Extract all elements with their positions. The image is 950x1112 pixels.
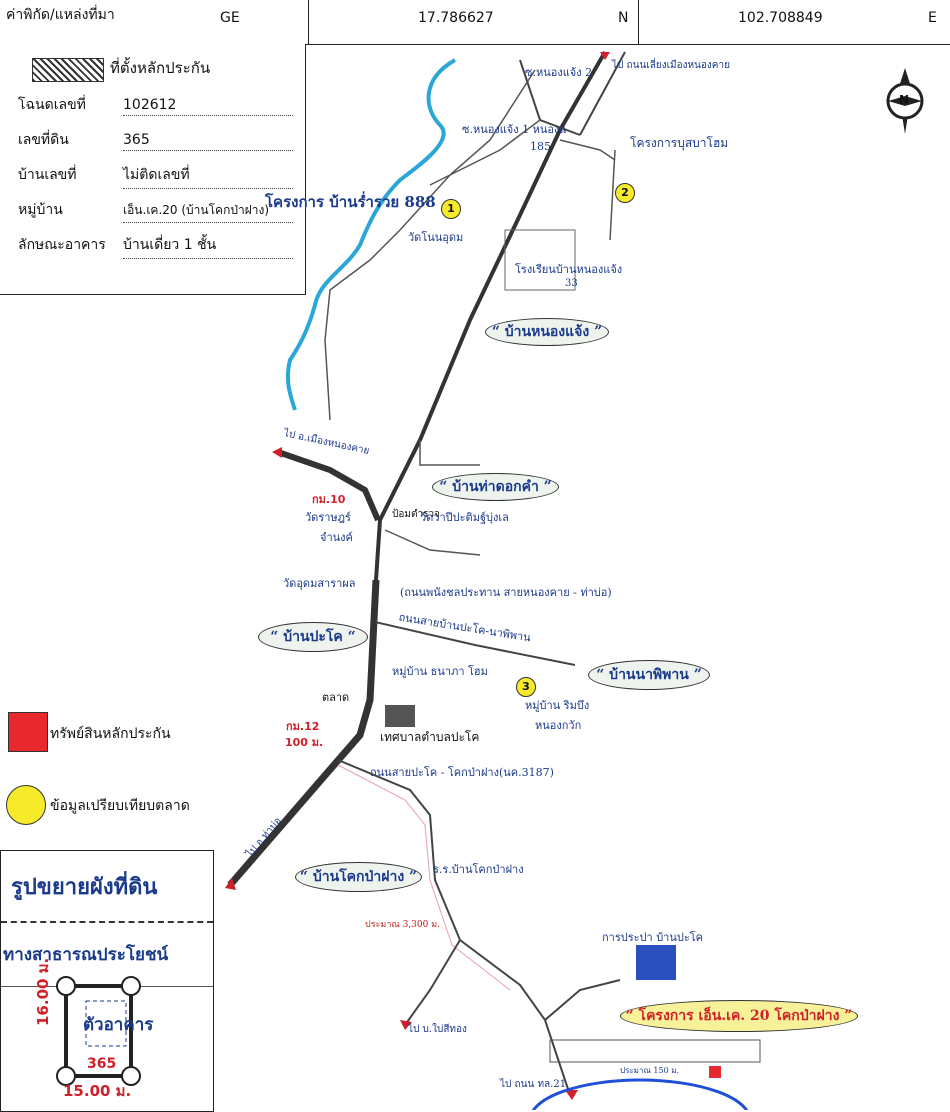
lat-cell: 17.786627 N — [308, 0, 639, 44]
label-school: โรงเรียนบ้านหนองแจ้ง — [515, 263, 623, 276]
lat-dir: N — [618, 10, 629, 26]
compass-icon: N — [880, 68, 930, 134]
project-nk20: “ โครงการ เอ็น.เค. 20 โคกป่าฝาง ” — [620, 1000, 858, 1032]
village-pako: “ บ้านปะโค “ — [258, 622, 368, 652]
marker-3: 3 — [516, 677, 536, 697]
label-water: การประปา บ้านปะโค — [602, 931, 704, 944]
label-wat-ratbamrung: วัดราษฎร์ — [305, 511, 351, 524]
source-cell: ค่าพิกัด/แหล่งที่มา GE — [0, 0, 309, 44]
label-approx-bottom: ประมาณ 150 ม. — [620, 1066, 680, 1075]
nongkhai-road — [277, 449, 381, 522]
label-market: ตลาด — [322, 691, 350, 704]
asset-marker-map — [709, 1066, 721, 1078]
east-road — [559, 139, 616, 161]
label-to-bypass: ไป ถนนเลี่ยงเมืองหนองคาย — [612, 60, 730, 71]
label-vill-thanapa: หมู่บ้าน ธนาภา โฮม — [392, 665, 488, 678]
coordinate-header: ค่าพิกัด/แหล่งที่มา GE 17.786627 N 102.7… — [0, 0, 950, 45]
inset-divider — [1, 921, 213, 923]
label-road-3187: ถนนสายปะโค - โคกป่าฝาง(นค.3187) — [370, 766, 554, 779]
label-soi1: ซ.หนองแจ้ง 1 หนองแ — [462, 123, 567, 136]
label-to-baisithong: ไป บ.ใบ่สีทอง — [408, 1024, 467, 1035]
compare-legend-swatch — [6, 785, 46, 825]
main-road-line — [374, 51, 607, 581]
label-soi2: ซ.หนองแจ้ง 2 — [525, 66, 593, 79]
label-proj-888: โครงการ บ้านร่ำรวย 888 — [265, 193, 436, 211]
info-row: โฉนดเลขที่102612 — [18, 94, 293, 116]
village-napipan: “ บ้านนาพิพาน ” — [588, 660, 710, 690]
land-plan-inset: รูปขยายผังที่ดิน ทางสาธารณประโยชน์ ตัวอา… — [0, 850, 214, 1112]
municipal-building — [385, 705, 415, 727]
river-line — [285, 58, 457, 411]
label-police: ป้อมตำรวจ — [392, 509, 440, 520]
label-approx3300: ประมาณ 3,300 ม. — [365, 920, 440, 930]
hatch-swatch — [32, 58, 104, 82]
label-185: 185 — [530, 140, 551, 153]
school-block — [504, 229, 576, 291]
thabo-road — [227, 579, 380, 888]
sw-arrow-road — [225, 878, 236, 890]
marker-1: 1 — [441, 199, 461, 219]
label-nong-kwak: หนองกวัก — [535, 719, 582, 732]
inset-depth: 16.00 ม. — [34, 957, 52, 1026]
info-row: ลักษณะอาคารบ้านเดี่ยว 1 ชั้น — [18, 234, 293, 259]
label-chamnong: จำนงค์ — [320, 531, 353, 544]
water-road — [544, 979, 621, 1021]
lat-value: 17.786627 — [418, 10, 494, 26]
lon-dir: E — [928, 10, 937, 26]
north-arrow-road — [600, 52, 610, 60]
inset-title: รูปขยายผังที่ดิน — [11, 874, 158, 900]
soi1-road — [429, 119, 541, 186]
label-km10: กม.10 — [312, 493, 346, 506]
info-row: หมู่บ้านเอ็น.เค.20 (บ้านโคกป่าฝาง) — [18, 199, 293, 223]
source-value: GE — [220, 10, 240, 26]
napipan-road — [374, 621, 576, 666]
label-wat-nonaudom: วัดโนนอุดม — [408, 231, 464, 244]
west-road — [324, 69, 536, 421]
road-3187-pink — [337, 764, 511, 991]
inset-lot: 365 — [87, 1056, 117, 1072]
label-wat-pa: วัดวาปีปะติมฐ์บุ่งเล — [420, 511, 509, 524]
label-road-main: (ถนนพนังชลประทาน สายหนองคาย - ท่าบ่อ) — [400, 586, 612, 599]
label-proj-bussaba: โครงการบุสบาโฮม — [630, 136, 729, 150]
baisithong-road — [404, 939, 461, 1026]
east-road-2 — [609, 149, 616, 241]
hatch-legend-label: ที่ตั้งหลักประกัน — [110, 59, 211, 77]
label-33: 33 — [565, 278, 578, 289]
west-arrow-road — [272, 447, 282, 458]
inset-building: ตัวอาคาร — [83, 1015, 154, 1035]
bottom-blue-ring — [531, 1078, 749, 1110]
lon-value: 102.708849 — [738, 10, 823, 26]
asset-legend-label: ทรัพย์สินหลักประกัน — [50, 726, 171, 742]
marker-2: 2 — [615, 183, 635, 203]
road-branch — [579, 51, 626, 136]
label-vill-rimbueng: หมู่บ้าน ริมบึง — [525, 699, 590, 712]
label-100m: 100 ม. — [285, 736, 324, 749]
village-thadokkham: “ บ้านท่าดอกคำ ” — [432, 473, 559, 501]
label-to-road: ไป ถนน ทล.21 — [500, 1079, 567, 1090]
label-school2: ร.ร.บ้านโคกป่าฝาง — [433, 863, 524, 876]
label-km12: กม.12 — [286, 720, 320, 733]
road-3187 — [337, 759, 571, 1096]
inset-width: 15.00 ม. — [63, 1082, 132, 1100]
south-arrow — [565, 1090, 578, 1100]
plot-row — [549, 1039, 761, 1063]
local-road — [419, 440, 480, 466]
label-municipal: เทศบาลตำบลปะโค — [380, 730, 480, 744]
inset-plot — [56, 976, 141, 1086]
village-nongchaeng: “ บ้านหนองแจ้ง ” — [485, 318, 609, 346]
inset-road: ทางสาธารณประโยชน์ — [3, 945, 169, 965]
location-map — [225, 51, 761, 1110]
lon-cell: 102.708849 E — [638, 0, 948, 44]
compare-legend-label: ข้อมูลเปรียบเทียบตลาด — [50, 798, 190, 814]
info-row: บ้านเลขที่ไม่ติดเลขที่ — [18, 164, 293, 189]
village-kokpafang: “ บ้านโคกป่าฝาง ” — [295, 862, 422, 892]
property-info-box: ที่ตั้งหลักประกัน โฉนดเลขที่102612 เลขที… — [0, 44, 306, 295]
asset-legend-swatch — [8, 712, 48, 752]
baisithong-arrow — [400, 1020, 412, 1030]
label-wat-udomsararam: วัดอุดมสาราผล — [283, 577, 356, 590]
water-logo — [636, 945, 676, 980]
wat-road — [384, 529, 481, 556]
coord-label: ค่าพิกัด/แหล่งที่มา — [6, 7, 115, 23]
